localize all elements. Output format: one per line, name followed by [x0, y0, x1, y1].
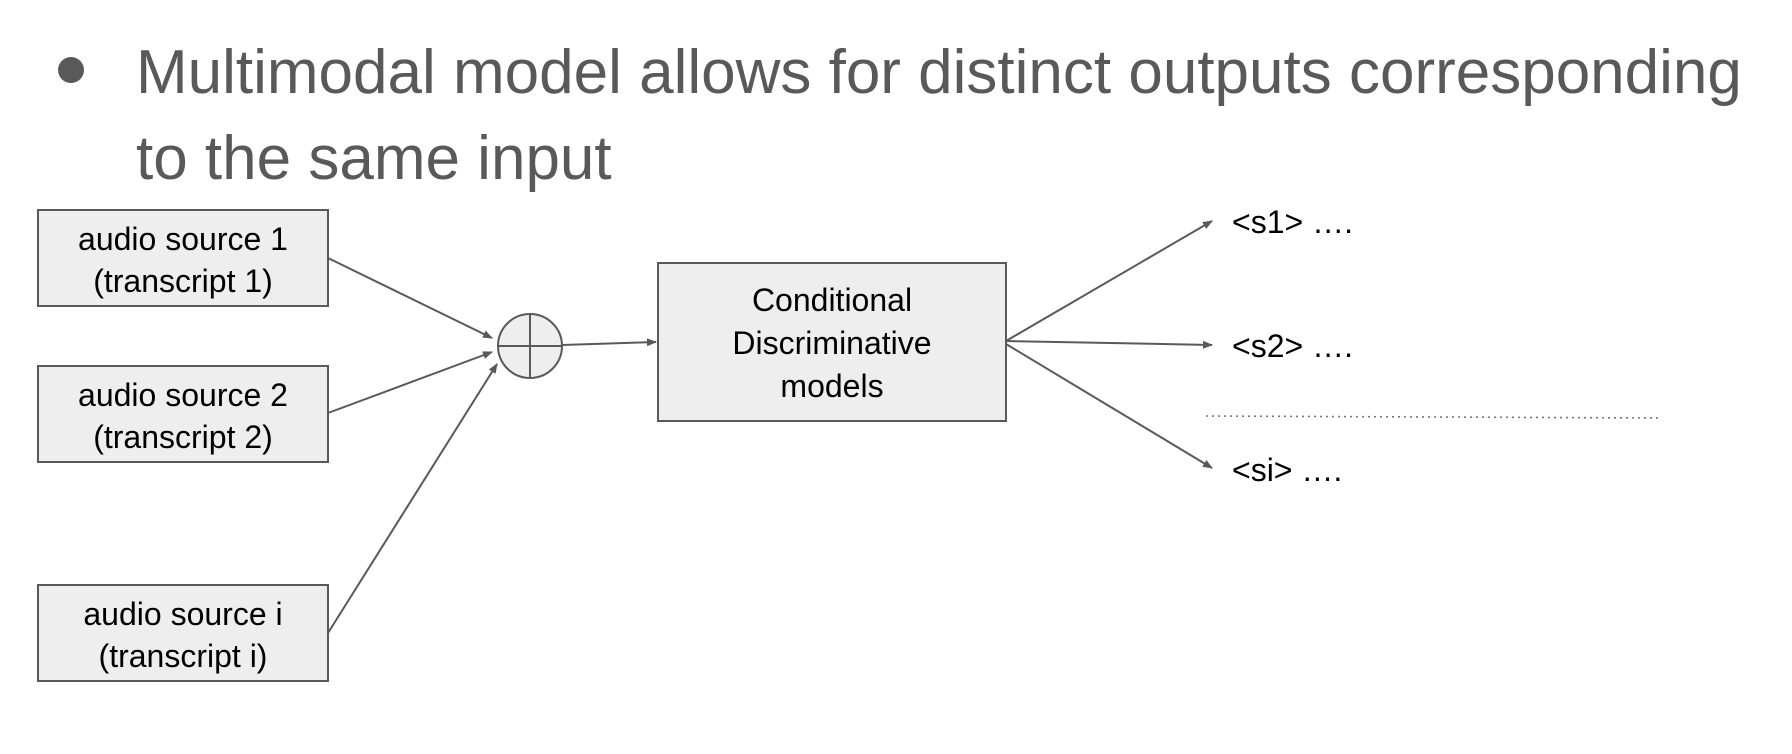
model-line1: Conditional — [752, 282, 912, 318]
source-1-line1: audio source 1 — [78, 221, 288, 257]
model-line2: Discriminative — [732, 325, 931, 361]
output-label-2: <s2> …. — [1232, 328, 1353, 364]
output-label-1: <s1> …. — [1232, 204, 1353, 240]
bullet-dot-icon — [58, 57, 84, 83]
source-2-line2: (transcript 2) — [93, 419, 273, 455]
source-i-line1: audio source i — [83, 596, 282, 632]
arrow-model-to-output-1 — [1005, 220, 1213, 342]
model-box: Conditional Discriminative models — [657, 262, 1007, 422]
source-2-line1: audio source 2 — [78, 377, 288, 413]
bullet-text: Multimodal model allows for distinct out… — [136, 38, 1742, 193]
arrow-model-to-output-i — [1005, 343, 1213, 469]
source-1-line2: (transcript 1) — [93, 263, 273, 299]
arrow-source-2-to-sum — [327, 351, 493, 414]
source-i-line2: (transcript i) — [99, 638, 268, 674]
arrow-model-to-output-2 — [1005, 340, 1213, 349]
source-box-i: audio source i (transcript i) — [37, 584, 329, 682]
arrow-source-1-to-sum — [327, 257, 493, 339]
arrow-source-i-to-sum — [327, 363, 498, 634]
dotted-separator — [1205, 415, 1663, 419]
source-box-2: audio source 2 (transcript 2) — [37, 365, 329, 463]
model-line3: models — [780, 368, 883, 404]
arrow-sum-to-model — [561, 338, 657, 347]
output-label-i: <si> …. — [1232, 452, 1342, 488]
sum-node-icon — [497, 313, 563, 379]
source-box-1: audio source 1 (transcript 1) — [37, 209, 329, 307]
